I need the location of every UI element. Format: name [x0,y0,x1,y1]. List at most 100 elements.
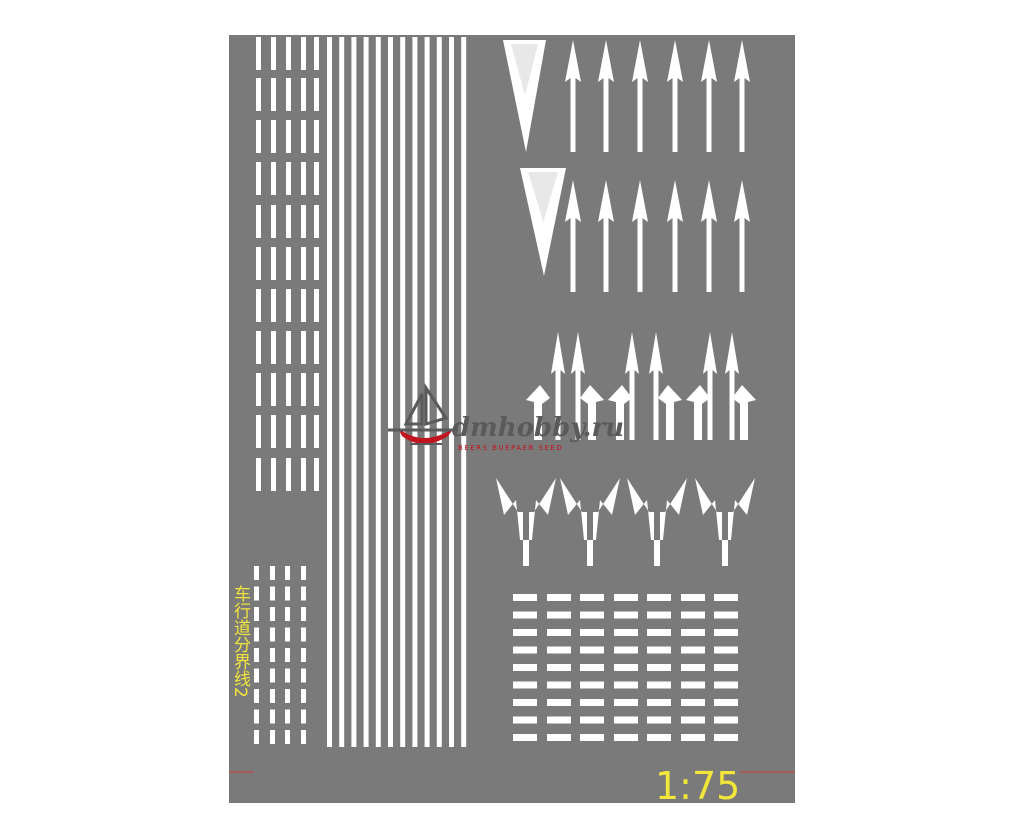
small-dash [270,730,275,744]
split-arrow-straight [649,332,663,440]
lane-dash [314,331,319,364]
lane-dash [271,289,276,322]
fork-arrow [496,478,556,566]
split-arrow-turn-head [658,385,682,440]
stop-bar [714,681,738,689]
small-dash [301,607,306,621]
sailing-ship-icon [388,383,458,445]
small-dash [254,709,259,724]
stop-bar [580,716,604,724]
small-dash [254,586,259,601]
small-dash-grid [254,566,306,744]
lane-dash [271,458,276,491]
split-arrow-straight [703,332,717,440]
small-dash [270,627,275,642]
lane-dash [286,205,291,238]
stop-bar [580,734,604,741]
small-dash [301,627,306,642]
lane-dash [314,247,319,280]
yield-triangle [520,168,566,276]
lane-line [363,37,369,747]
yield-triangle-inner [511,44,538,96]
split-arrow-turn-head [580,385,604,440]
stop-bar [547,629,571,636]
small-dash [254,627,259,642]
lane-dash [286,37,291,70]
split-arrow-turn-head [608,385,632,440]
lane-dash [301,415,306,448]
yield-triangles [503,40,566,276]
lane-dash [314,289,319,322]
lane-dash [301,289,306,322]
lane-line [400,37,406,747]
lane-dash [301,331,306,364]
stop-bar [614,594,638,601]
small-dash [254,668,259,683]
stop-bar [614,681,638,689]
lane-dash [314,205,319,238]
stop-bar [513,664,537,671]
stop-bar [547,716,571,724]
lane-line [412,37,418,747]
watermark: dmhobby.ru BEERS BUEPAEB SEED [388,383,624,452]
stop-bar-grid [513,594,738,741]
stop-bar [614,664,638,671]
stop-bar [614,629,638,636]
lane-dash [314,37,319,70]
small-dash [285,607,290,621]
stop-bar [647,629,671,636]
lane-line [375,37,381,747]
stop-bar [513,594,537,601]
lane-dash [256,458,261,491]
lane-dash [271,37,276,70]
lane-dash [271,247,276,280]
stop-bar [580,611,604,619]
stop-bar [513,716,537,724]
stop-bar [513,699,537,706]
stop-bar [647,664,671,671]
split-arrows-fork [496,478,755,566]
small-dash [301,566,306,580]
straight-arrow [701,40,717,152]
small-dash [254,566,259,580]
stop-bar [513,646,537,654]
lane-dash [301,78,306,111]
stop-bar [681,611,705,619]
small-dash [270,607,275,621]
split-arrow-straight [725,332,739,440]
lane-dash [286,373,291,406]
small-dash [254,689,259,703]
stop-bar [647,681,671,689]
small-dash [301,586,306,601]
stop-bar [580,681,604,689]
stop-bar [580,594,604,601]
small-dash [270,689,275,703]
small-dash [270,586,275,601]
lane-dash [314,162,319,195]
lane-dash [286,458,291,491]
stop-bar [714,716,738,724]
lane-dash [301,37,306,70]
watermark-tagline: BEERS BUEPAEB SEED [458,444,563,452]
stop-bar [714,611,738,619]
straight-arrow [667,180,683,292]
small-dash [301,709,306,724]
stop-bar [681,716,705,724]
lane-line [461,37,467,747]
small-dash [254,648,259,662]
straight-arrow [598,40,614,152]
lane-dash [271,205,276,238]
straight-arrows [565,40,750,292]
straight-arrow [734,40,750,152]
split-arrow-turn-head [732,385,756,440]
stop-bar [547,734,571,741]
lane-dash [301,205,306,238]
lane-dash [286,331,291,364]
watermark-text: dmhobby.ru [452,413,624,443]
split-arrows-straight-turn [526,332,756,440]
lane-dash [301,373,306,406]
lane-dash [314,415,319,448]
small-dash [285,668,290,683]
straight-arrow [598,180,614,292]
